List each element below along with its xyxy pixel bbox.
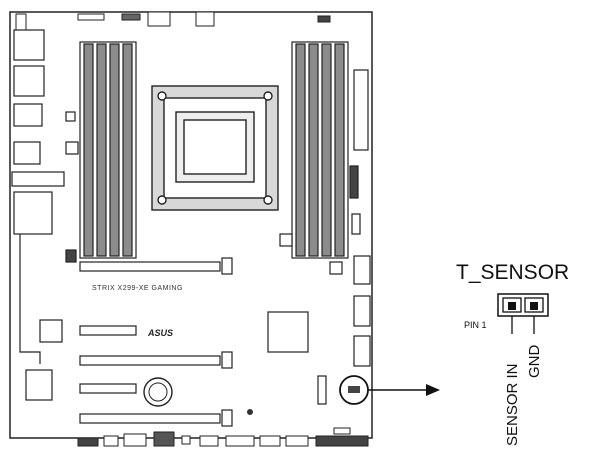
- sata-block: [353, 295, 371, 327]
- io-port: [13, 65, 45, 97]
- top-connector: [195, 11, 215, 27]
- dimm-slot: [96, 43, 107, 257]
- top-connector: [15, 13, 27, 33]
- pcie-latch: [221, 257, 233, 275]
- io-port: [11, 171, 65, 187]
- t-sensor-header: [497, 293, 549, 334]
- bottom-header: [77, 437, 99, 447]
- brand-silkscreen: ASUS: [147, 328, 173, 338]
- pcie-slot: [79, 325, 137, 336]
- top-connector: [77, 13, 105, 21]
- audio-trace: [19, 234, 41, 364]
- bottom-header: [315, 435, 369, 447]
- dimm-slot: [122, 43, 133, 257]
- bottom-header: [225, 435, 255, 447]
- top-connector: [147, 11, 171, 27]
- pin1-label: PIN 1: [464, 320, 487, 330]
- socket-screw: [263, 91, 273, 101]
- io-port: [13, 191, 53, 235]
- dimm-slot: [321, 43, 332, 257]
- io-port: [13, 103, 43, 127]
- top-connector: [121, 13, 141, 21]
- small-chip: [279, 233, 293, 247]
- top-connectors: [15, 11, 331, 33]
- header-block: [349, 165, 359, 199]
- small-chip: [65, 249, 77, 263]
- pin-2: [530, 302, 538, 310]
- header-title: T_SENSOR: [456, 261, 569, 284]
- pcie-latch: [221, 409, 233, 427]
- pin-label-sensor-in: SENSOR IN: [504, 363, 521, 446]
- dimm-slots-left: [79, 41, 137, 259]
- bottom-header: [199, 435, 219, 447]
- atx-power: [353, 69, 369, 151]
- socket-screw: [157, 195, 167, 205]
- socket-screw: [263, 195, 273, 205]
- bottom-header: [285, 435, 309, 447]
- cpu-socket: [151, 85, 279, 211]
- dimm-frame: [79, 41, 137, 259]
- bottom-header: [103, 435, 119, 447]
- cmos-battery-inner: [148, 382, 168, 402]
- pcie-slot: [79, 383, 137, 394]
- model-silkscreen: STRIX X299-XE GAMING: [92, 285, 183, 292]
- pcie-slot: [79, 261, 221, 272]
- io-port: [13, 29, 45, 61]
- dimm-slot: [295, 43, 306, 257]
- sata-block: [353, 335, 371, 367]
- pin-1: [508, 302, 516, 310]
- board-outline: [9, 11, 373, 439]
- motherboard: [9, 11, 373, 439]
- t-sensor-location-pins: [348, 386, 360, 393]
- socket-screw: [157, 91, 167, 101]
- header-block: [351, 213, 361, 235]
- dimm-slot: [109, 43, 120, 257]
- pcie-slot: [79, 413, 221, 424]
- m2-slot: [39, 319, 63, 343]
- dimm-slot: [83, 43, 94, 257]
- io-port: [13, 141, 41, 165]
- io-port: [65, 141, 79, 155]
- right-connectors: [279, 69, 371, 367]
- small-chip: [329, 261, 343, 275]
- dimm-slot: [308, 43, 319, 257]
- small-component: [247, 409, 253, 415]
- cmos-battery: [143, 377, 173, 407]
- socket-die-core: [183, 119, 247, 175]
- bottom-header: [153, 431, 175, 447]
- bottom-headers: [77, 427, 369, 447]
- rear-io: [11, 29, 79, 401]
- bottom-header: [333, 427, 351, 435]
- top-connector: [317, 15, 331, 23]
- m2-vertical: [317, 375, 327, 405]
- pcie-slot: [79, 355, 221, 366]
- io-port: [25, 369, 53, 401]
- dimm-slots-right: [291, 41, 349, 259]
- pcie-slots: [39, 249, 233, 427]
- dimm-slot: [334, 43, 345, 257]
- pin-label-gnd: GND: [526, 345, 543, 379]
- chipset: [267, 311, 309, 353]
- bottom-header: [123, 433, 147, 447]
- dimm-frame: [291, 41, 349, 259]
- pcie-latch: [221, 351, 233, 369]
- bottom-header: [259, 435, 281, 447]
- callout-arrow-head: [426, 384, 440, 396]
- bottom-header: [181, 435, 191, 445]
- sata-block: [353, 255, 371, 285]
- io-port: [65, 111, 76, 122]
